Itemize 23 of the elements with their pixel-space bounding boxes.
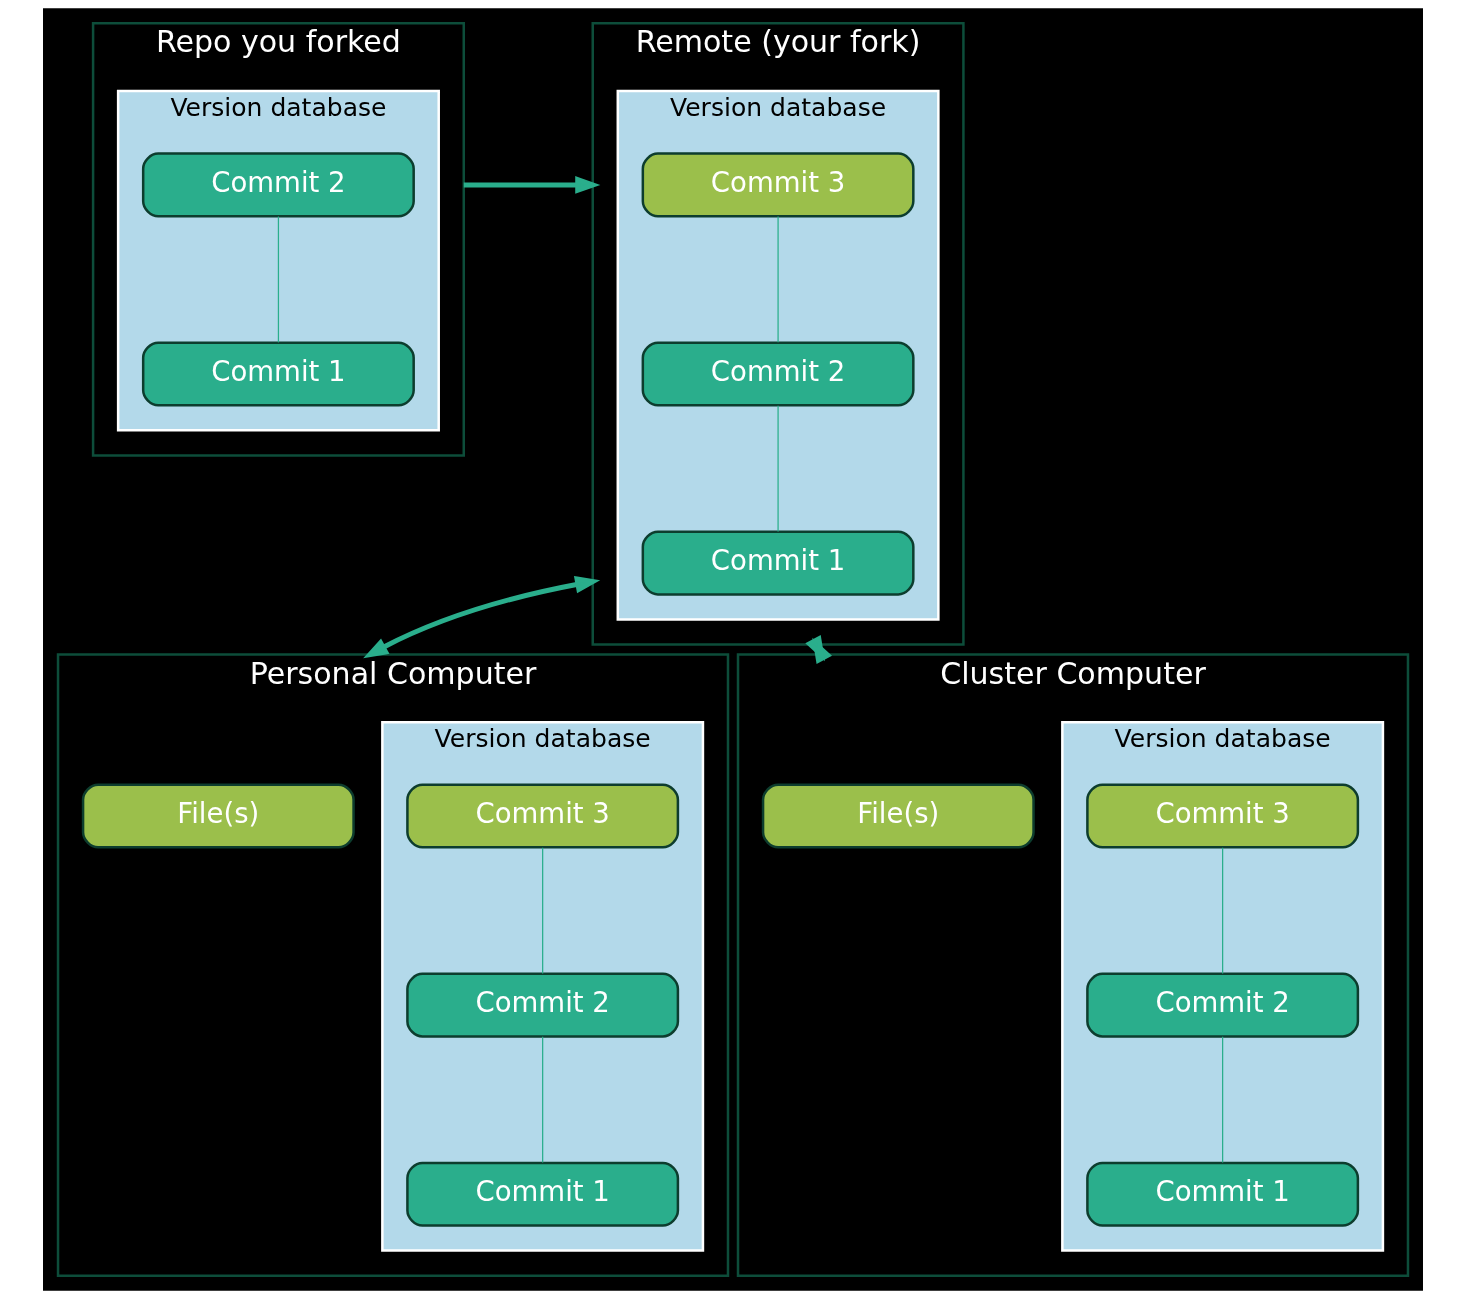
node-box: File(s) bbox=[761, 783, 1035, 849]
node-box: Commit 1 bbox=[1085, 1161, 1359, 1227]
connector bbox=[277, 215, 279, 343]
node-box: Commit 2 bbox=[1085, 972, 1359, 1038]
arrow bbox=[362, 576, 600, 659]
node-box: Commit 2 bbox=[641, 341, 915, 407]
node-box: Commit 1 bbox=[641, 530, 915, 596]
node-box: File(s) bbox=[81, 783, 355, 849]
node-box: Commit 3 bbox=[1085, 783, 1359, 849]
node-box: Commit 2 bbox=[405, 972, 679, 1038]
connector bbox=[776, 215, 779, 343]
arrow bbox=[463, 176, 600, 194]
node-box: Commit 1 bbox=[405, 1161, 679, 1227]
connector bbox=[776, 405, 779, 533]
connector bbox=[541, 847, 543, 975]
connector bbox=[1221, 847, 1223, 975]
arrow bbox=[804, 634, 832, 665]
node-box: Commit 3 bbox=[405, 783, 679, 849]
node-box: Commit 3 bbox=[641, 152, 915, 218]
node-box: Commit 1 bbox=[141, 341, 415, 407]
connector bbox=[541, 1036, 543, 1164]
node-box: Commit 2 bbox=[141, 152, 415, 218]
connector bbox=[1221, 1036, 1223, 1164]
